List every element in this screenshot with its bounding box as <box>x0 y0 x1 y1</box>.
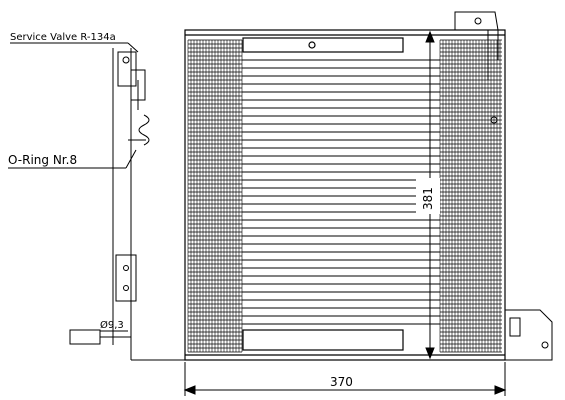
tube-rows <box>242 59 440 325</box>
fin-block-right <box>439 39 502 353</box>
fin-block-left <box>187 39 243 353</box>
pipe-diameter-label: Ø9,3 <box>100 319 124 331</box>
width-dimension-label: 370 <box>330 375 353 389</box>
service-valve-label: Service Valve R-134a <box>10 32 116 43</box>
o-ring-label: O-Ring Nr.8 <box>8 153 77 167</box>
left-pipe-assembly <box>69 48 185 361</box>
condenser-core <box>184 29 506 361</box>
height-dimension-label: 381 <box>421 187 435 210</box>
bottom-right-bracket <box>504 309 553 361</box>
width-dimension <box>183 362 507 396</box>
top-right-bracket <box>454 11 499 124</box>
